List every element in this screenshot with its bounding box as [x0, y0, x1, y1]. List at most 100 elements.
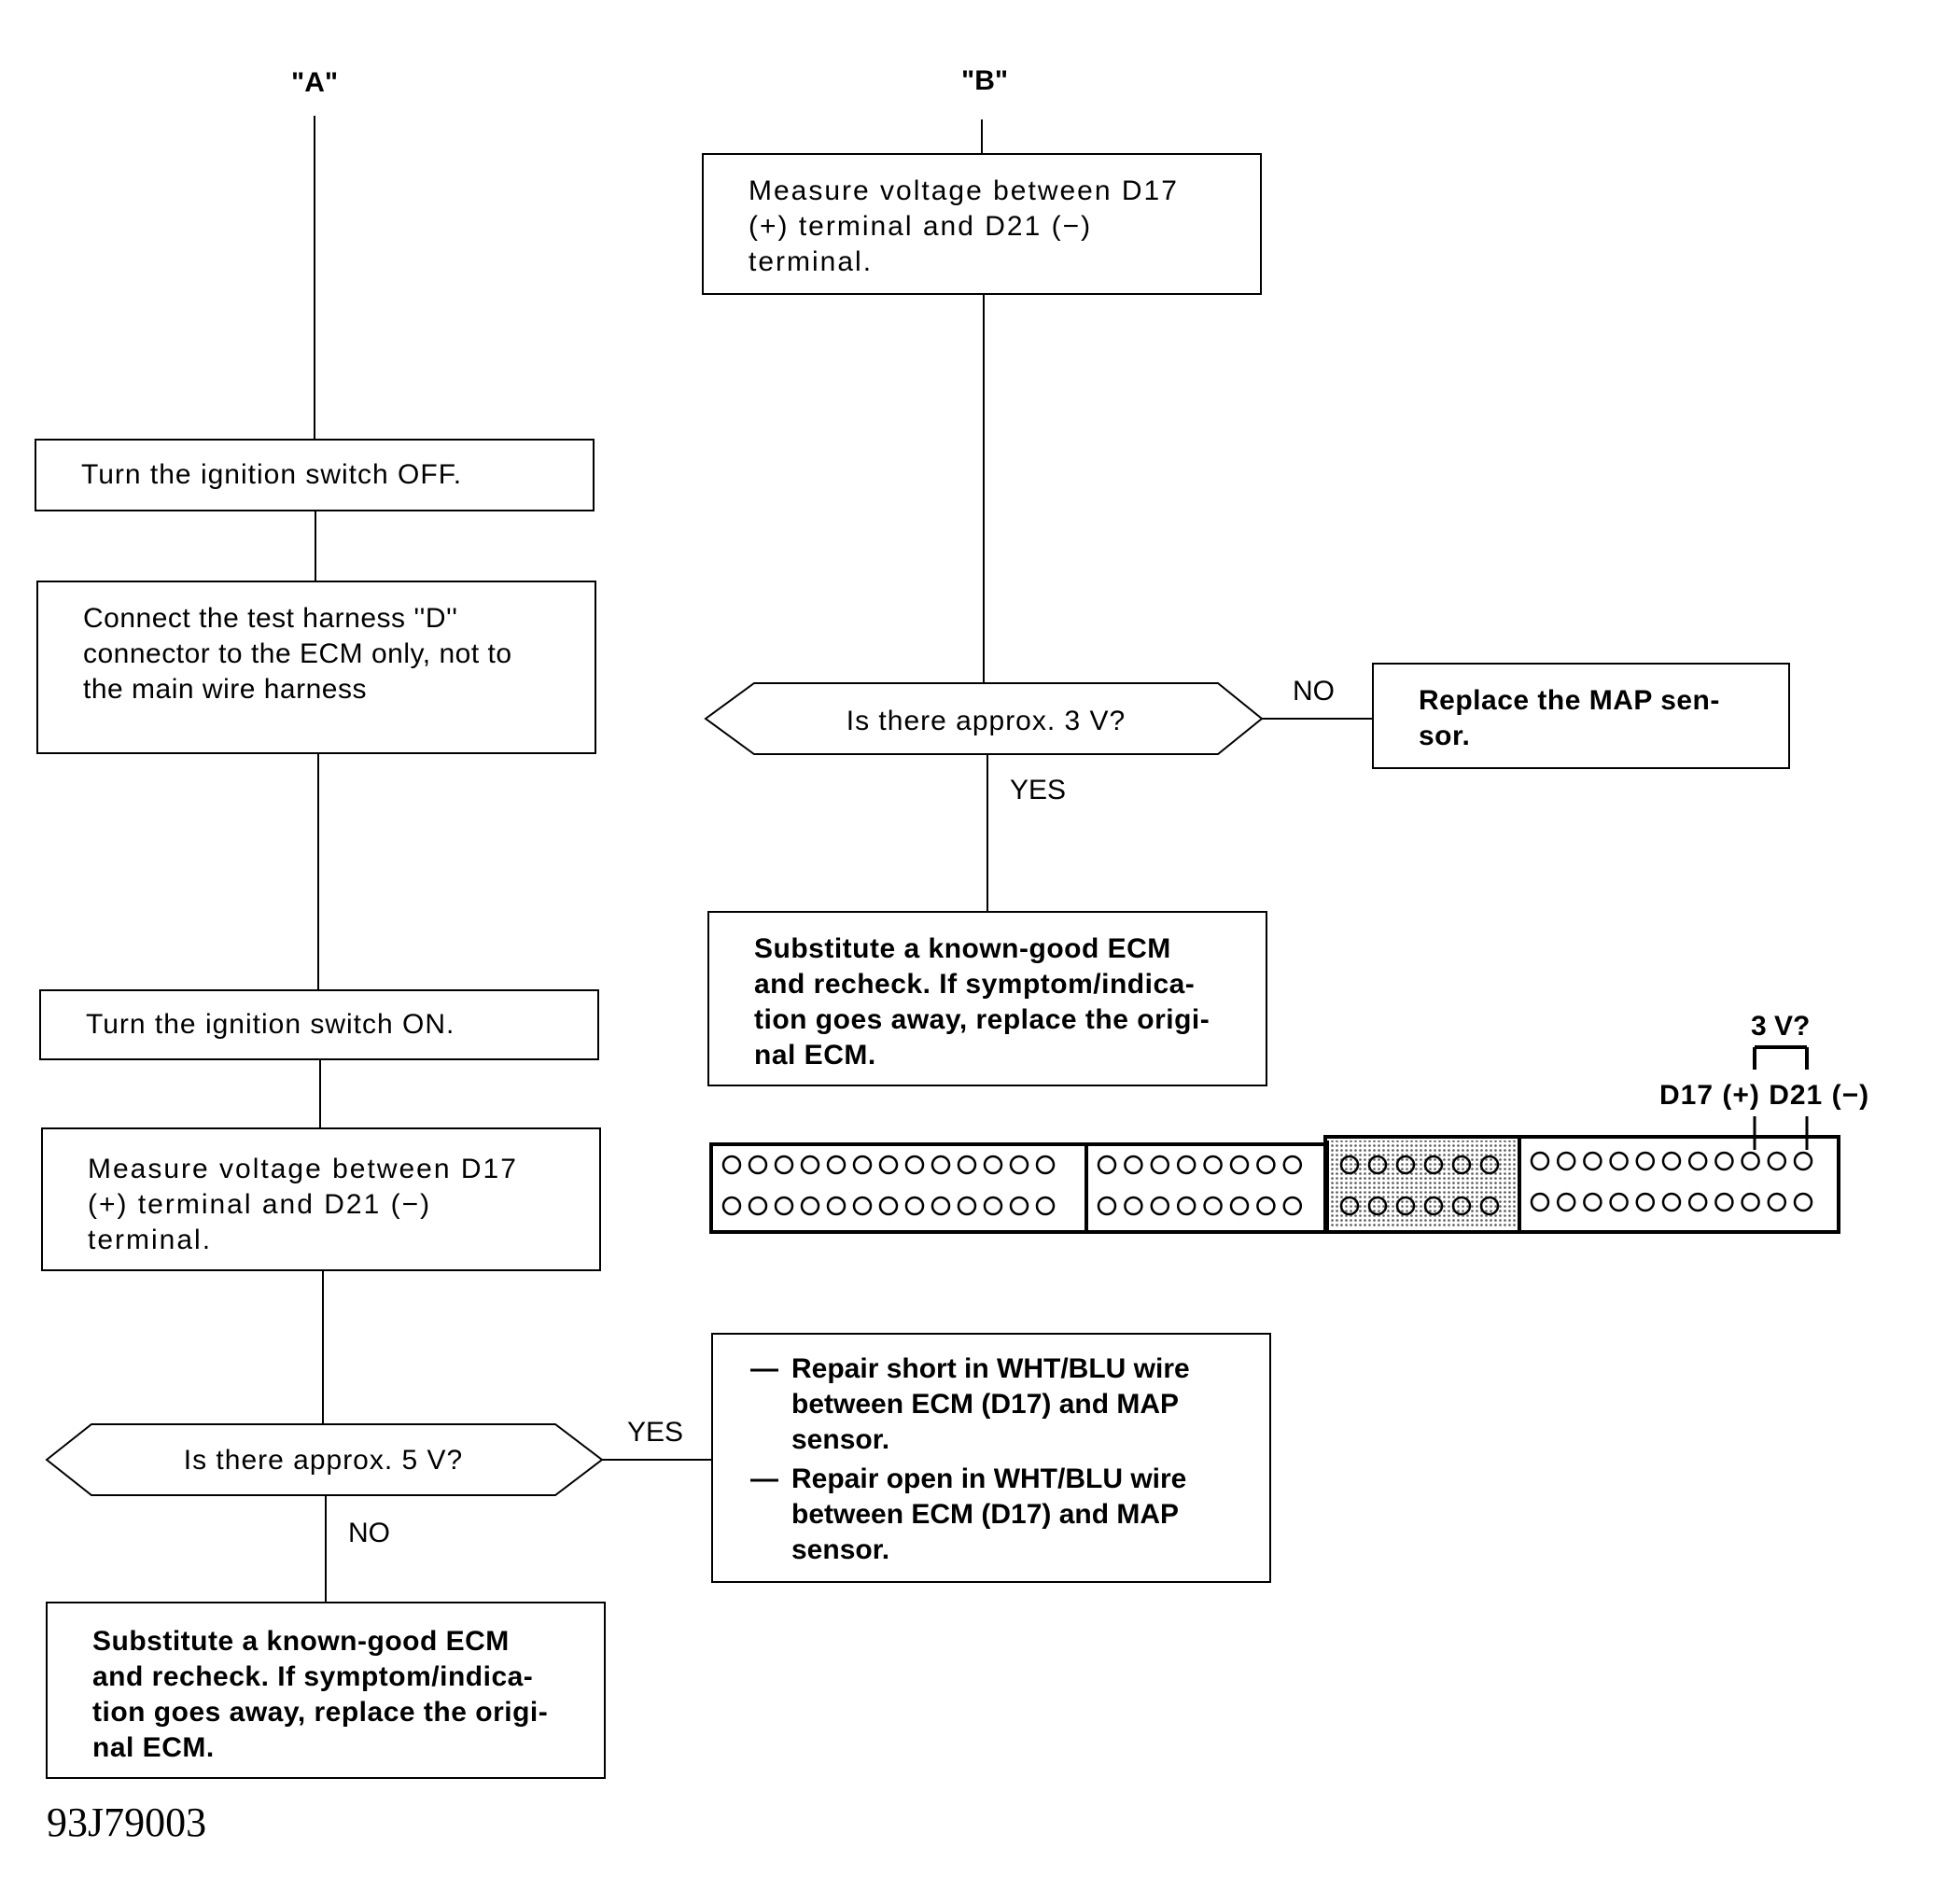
connector-pin [748, 1196, 768, 1216]
decision-3v-shape [704, 682, 1264, 755]
connector-pin [721, 1155, 742, 1175]
result-substitute-ecm-right: Substitute a known-good ECM and recheck.… [707, 911, 1267, 1086]
connector-pin [983, 1155, 1003, 1175]
step-ignition-on-text: Turn the ignition switch ON. [86, 1009, 455, 1040]
connector-pin [800, 1155, 820, 1175]
connector-pin [1741, 1151, 1760, 1171]
connector-pin [878, 1155, 899, 1175]
connector-pin [1479, 1196, 1500, 1216]
connector-pin [878, 1196, 899, 1216]
connector-pin [1451, 1196, 1472, 1216]
repair-list-item: — Repair short in WHT/BLU wire between E… [750, 1351, 1241, 1458]
connector-pin [1282, 1196, 1303, 1216]
voltage-label: 3 V? [1751, 1011, 1811, 1042]
result-substitute-ecm-left-text: Substitute a known-good ECM and recheck.… [92, 1626, 549, 1763]
connector-pin [904, 1155, 925, 1175]
step-measure-voltage-right-text: Measure voltage between D17 (+) terminal… [749, 175, 1179, 277]
column-a-label: "A" [291, 67, 339, 98]
connector-pin [1423, 1196, 1444, 1216]
connector-pin [774, 1155, 794, 1175]
connector-pin [1479, 1155, 1500, 1175]
connector-pin [1339, 1196, 1360, 1216]
connector-pin [1793, 1192, 1813, 1212]
connector-pin [1203, 1196, 1223, 1216]
connector-pin [800, 1196, 820, 1216]
connector-pin [1741, 1192, 1760, 1212]
decision-3v-yes-label: YES [1010, 775, 1067, 805]
connector-pin [1556, 1192, 1576, 1212]
result-replace-map-sensor-text: Replace the MAP sen- sor. [1419, 685, 1720, 751]
connector-pin [957, 1196, 977, 1216]
figure-id: 93J79003 [47, 1799, 207, 1845]
connector-pin [1583, 1192, 1602, 1212]
connector-pin [1203, 1155, 1223, 1175]
connector-pin [1714, 1151, 1734, 1171]
ecm-connector [709, 1045, 1840, 1234]
repair-list-item: — Repair open in WHT/BLU wire between EC… [750, 1462, 1241, 1568]
connector-pin [904, 1196, 925, 1216]
result-substitute-ecm-right-text: Substitute a known-good ECM and recheck.… [754, 933, 1210, 1071]
connector-pin [1367, 1196, 1388, 1216]
connector-pin [1767, 1151, 1787, 1171]
connector-pin [931, 1155, 951, 1175]
connector-pin [1687, 1151, 1708, 1171]
step-measure-voltage-right: Measure voltage between D17 (+) terminal… [702, 153, 1262, 295]
connector-pin [957, 1155, 977, 1175]
voltage-bracket [1753, 1045, 1809, 1150]
connector-pin [1124, 1196, 1143, 1216]
step-ignition-off-text: Turn the ignition switch OFF. [81, 459, 463, 490]
connector-pin [1767, 1192, 1787, 1212]
connector-pin [1229, 1196, 1250, 1216]
connector-pin [1124, 1155, 1143, 1175]
connector-pin [1339, 1155, 1360, 1175]
result-repair-wire: — Repair short in WHT/BLU wire between E… [711, 1333, 1271, 1583]
step-ignition-off: Turn the ignition switch OFF. [35, 439, 595, 511]
connector-pin [1035, 1155, 1056, 1175]
connector-pin [1451, 1155, 1472, 1175]
result-replace-map-sensor: Replace the MAP sen- sor. [1372, 663, 1790, 769]
connector-pin [1150, 1155, 1170, 1175]
connector-pin [1229, 1155, 1250, 1175]
decision-3v-text: Is there approx. 3 V? [846, 706, 1126, 736]
connector-pin [931, 1196, 951, 1216]
decision-3v-no-label: NO [1293, 676, 1335, 707]
connector-pin [1661, 1192, 1682, 1212]
connector-pin [1395, 1155, 1416, 1175]
connector-pin [1530, 1192, 1550, 1212]
repair-short-text: Repair short in WHT/BLU wire between ECM… [791, 1353, 1190, 1455]
connector-pin [983, 1196, 1003, 1216]
connector-pin [748, 1155, 768, 1175]
step-connect-harness-text: Connect the test harness ''D'' connector… [83, 603, 512, 705]
result-substitute-ecm-left: Substitute a known-good ECM and recheck.… [46, 1602, 606, 1779]
connector-pin [1609, 1151, 1629, 1171]
step-measure-voltage-left: Measure voltage between D17 (+) terminal… [41, 1127, 601, 1271]
connector-pin [1635, 1192, 1656, 1212]
connector-pin [1635, 1151, 1656, 1171]
connector-pin [1009, 1155, 1029, 1175]
connector-pin [852, 1196, 873, 1216]
connector-pin [1097, 1155, 1117, 1175]
connector-pin [1176, 1196, 1196, 1216]
connector-pin [852, 1155, 873, 1175]
connector-pin [1367, 1155, 1388, 1175]
column-b-label: "B" [961, 65, 1009, 96]
dash-icon: — [750, 1353, 778, 1384]
connector-pin [1256, 1155, 1276, 1175]
repair-list: — Repair short in WHT/BLU wire between E… [750, 1351, 1241, 1572]
connector-pin [1530, 1151, 1550, 1171]
connector-pin [1583, 1151, 1602, 1171]
connector-pin [1176, 1155, 1196, 1175]
connector-pin [1035, 1196, 1056, 1216]
connector-pin [1282, 1155, 1303, 1175]
step-ignition-on: Turn the ignition switch ON. [39, 989, 599, 1060]
dash-icon: — [750, 1463, 778, 1494]
connector-pin [1714, 1192, 1734, 1212]
decision-5v-no-label: NO [348, 1518, 390, 1548]
connector-pin [1256, 1196, 1276, 1216]
connector-pin [826, 1155, 847, 1175]
connector-pin [1423, 1155, 1444, 1175]
step-connect-harness: Connect the test harness ''D'' connector… [36, 581, 596, 754]
connector-pin [1009, 1196, 1029, 1216]
